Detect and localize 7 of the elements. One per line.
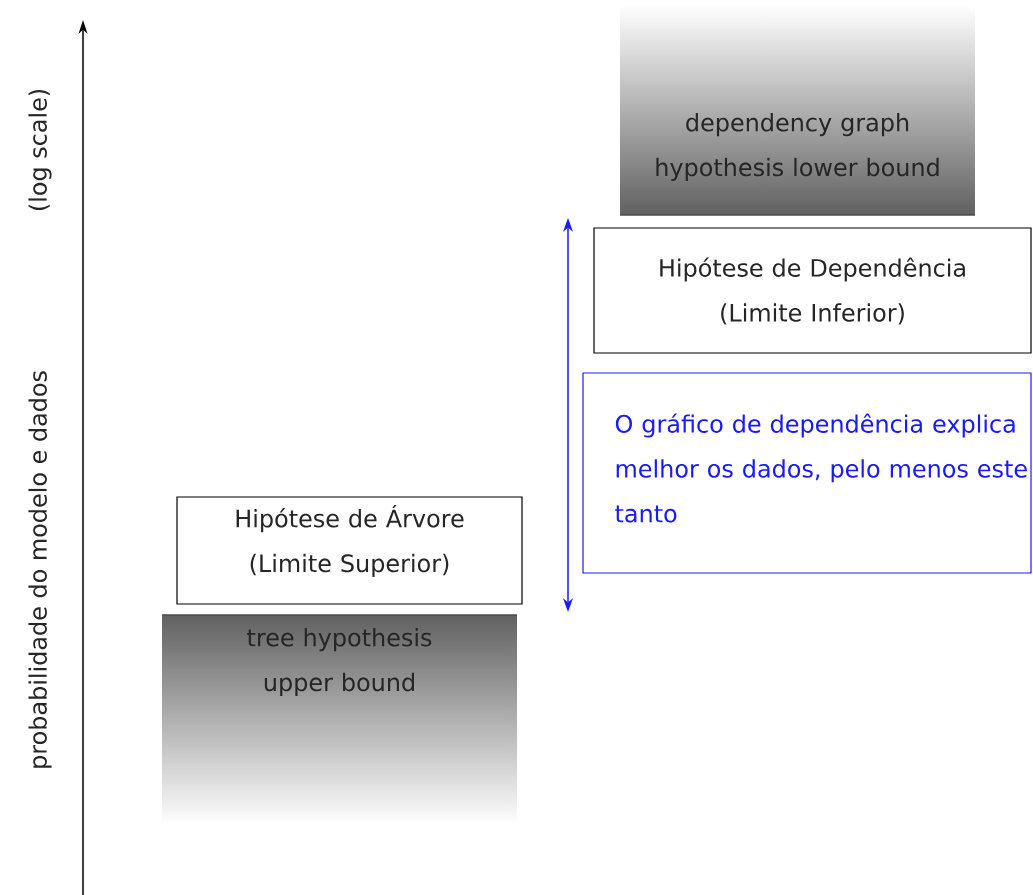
axis-label: probabilidade do modelo e dados <box>28 371 52 768</box>
label-box: Hipótese de Árvore (Limite Superior) <box>176 496 523 605</box>
label-box: Hipótese de Dependência (Limite Inferior) <box>593 227 1032 354</box>
shaded-band: tree hypothesis upper bound <box>161 614 518 696</box>
axis-label: (log scale) <box>28 89 52 211</box>
note-box: O gráfico de dependência explica melhor os dados, pelo menos este tanto <box>582 372 1032 574</box>
shaded-band: dependency graph hypothesis lower bound <box>619 113 976 216</box>
